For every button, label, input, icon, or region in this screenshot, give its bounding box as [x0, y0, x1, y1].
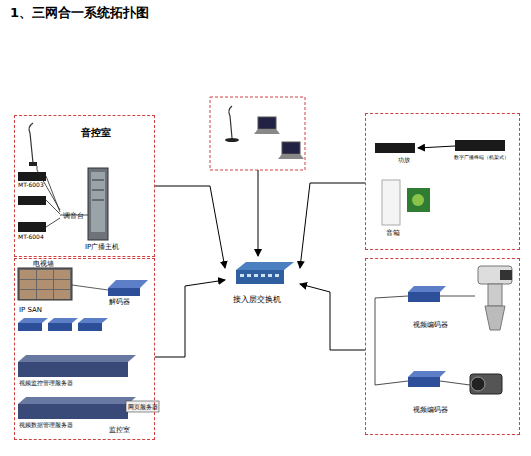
device-label: MT-6003 [18, 182, 44, 189]
device-label: 音箱 [386, 230, 400, 238]
device-label: IP广播主机 [85, 244, 119, 252]
room-group: 音控室 MT-6003MT-6004 调音台 IP广播主机 [14, 115, 155, 257]
device-label: 网页服务器 [128, 404, 158, 411]
room-group: 功放 数字广播终端（机架式） 音箱 [365, 113, 520, 250]
device-label: 视频监控管理服务器 [19, 380, 73, 387]
network-link [300, 284, 365, 350]
device-label: MT-6004 [18, 234, 44, 241]
device-label: 接入层交换机 [233, 296, 281, 305]
device-label: 视频数据管理服务器 [19, 422, 73, 429]
device-label: 调音台 [63, 213, 84, 221]
device-label: IP SAN [19, 307, 42, 315]
network-link [155, 280, 225, 357]
network-link [300, 183, 365, 268]
device-label: 视频编码器 [413, 407, 448, 415]
node-heading: 视频编码器 [413, 322, 448, 330]
node-heading: 电视墙 [33, 261, 54, 269]
network-link [155, 186, 225, 268]
room-group: 视频编码器视频编码器 [365, 258, 520, 435]
switch-node: 接入层交换机 [225, 256, 300, 312]
device-label: 数字广播终端（机架式） [454, 155, 509, 161]
device-label: 监控室 [109, 427, 130, 435]
room-group: 电视墙解码器 IP SAN 视频监控管理服务器视频数据管理服务器 网页服务器监控室 [14, 258, 155, 440]
device-label: 解码器 [109, 299, 130, 307]
diagram-title: 1、三网合一系统拓扑图 [10, 6, 149, 20]
node-heading: 音控室 [81, 127, 111, 138]
node-heading: 功放 [398, 157, 410, 164]
